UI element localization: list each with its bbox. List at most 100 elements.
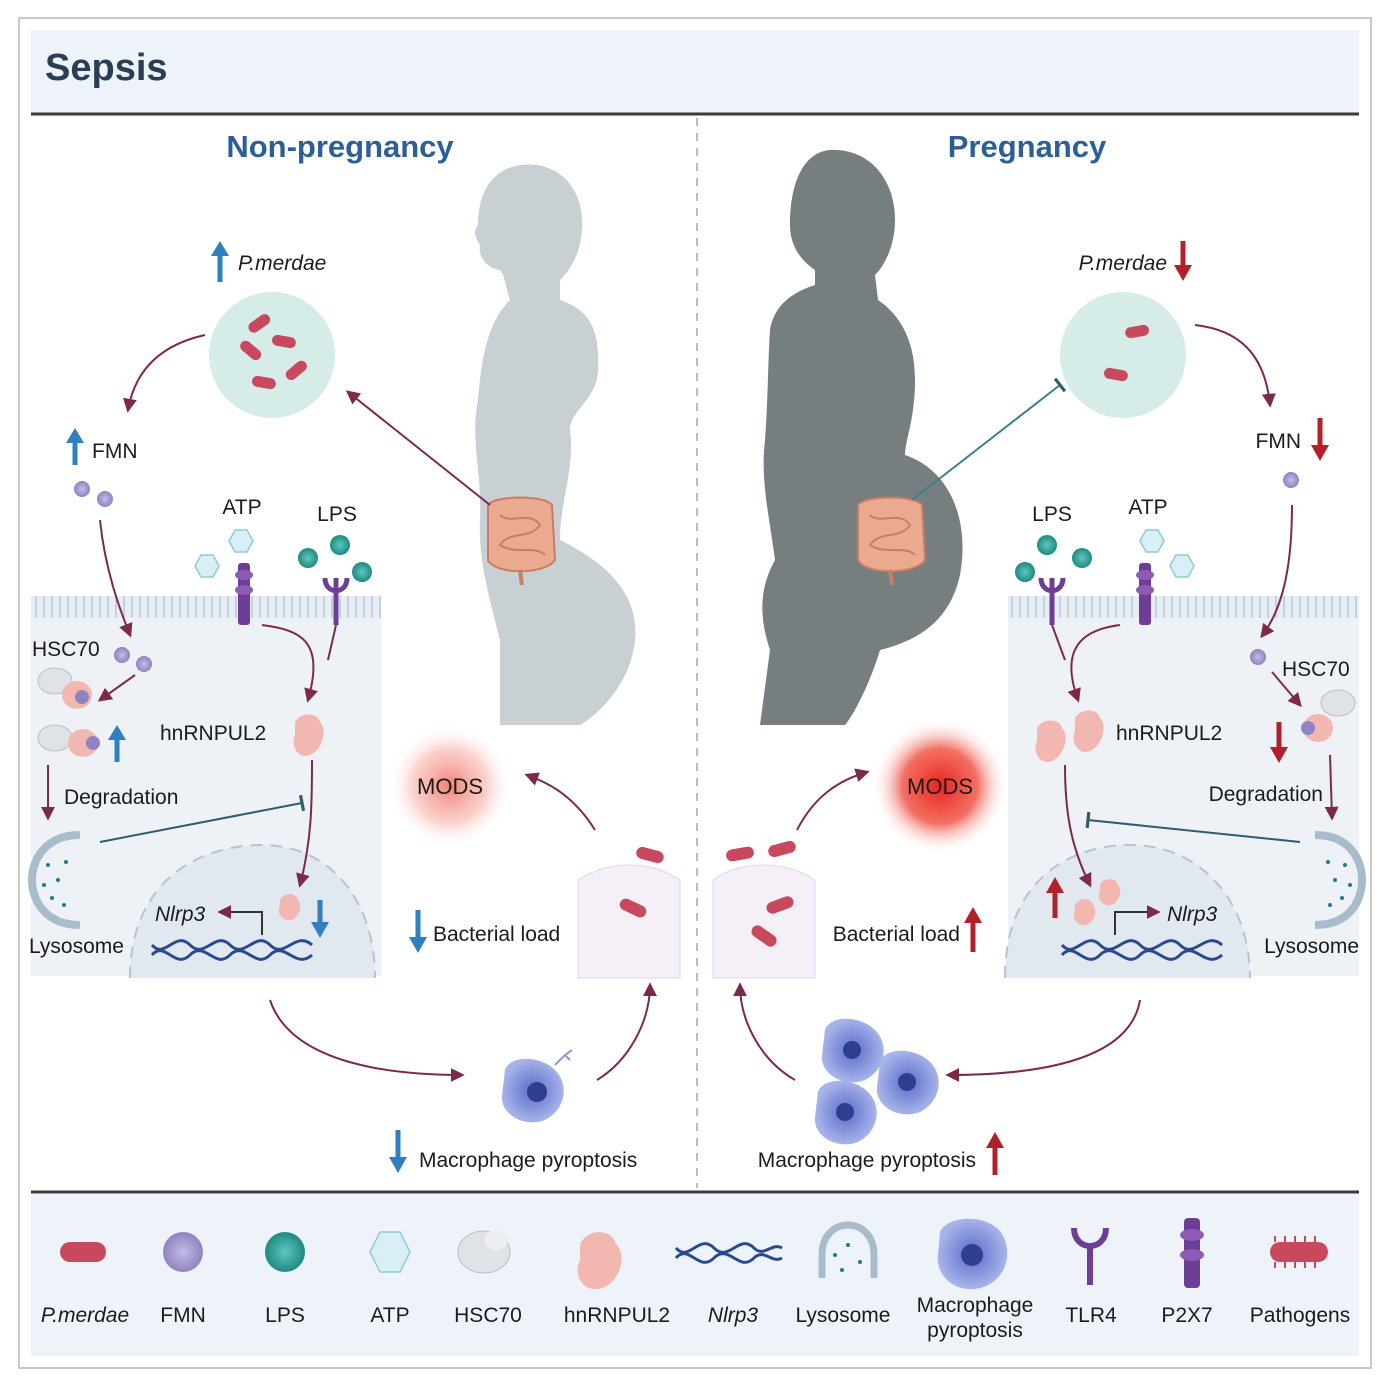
right-hsc70-complex — [1301, 689, 1356, 742]
right-p2x7-receptor — [1136, 563, 1154, 625]
right-atp-label: ATP — [1128, 496, 1167, 519]
right-fmn-down-arrowhead — [1311, 445, 1329, 461]
left-pmerdae-up-arrowhead — [211, 241, 229, 256]
left-lps-molecule — [298, 548, 318, 568]
right-macrophages — [814, 1018, 939, 1145]
pregnant-woman-silhouette — [760, 149, 963, 726]
left-atp-molecule — [228, 529, 254, 553]
right-bacteria-to-fmn-arrow — [1194, 324, 1276, 408]
right-pathogen-to-mods-arrow — [796, 768, 870, 831]
left-gut-wall — [577, 864, 681, 979]
right-dna-helix — [1060, 939, 1223, 961]
legend-p2x7-icon — [1180, 1218, 1204, 1288]
right-degradation-label: Degradation — [1209, 783, 1323, 806]
right-pathogens — [726, 840, 796, 947]
right-degradation-arrow — [1324, 754, 1339, 821]
right-gut-inhibits-bacteria — [911, 377, 1067, 501]
right-lps-molecule — [1015, 562, 1035, 582]
left-pmerdae-label: P.merdae — [238, 252, 326, 275]
right-mods-label: MODS — [907, 774, 973, 799]
left-nlrp3-down-arrowhead — [311, 922, 329, 938]
page-title: Sepsis — [45, 47, 168, 89]
right-lysosome-inhibition — [1085, 811, 1301, 843]
legend-nlrp3-dna-icon — [674, 1242, 783, 1264]
legend-tlr4-label: TLR4 — [1065, 1304, 1117, 1327]
legend-atp-label: ATP — [370, 1304, 409, 1327]
right-cell-to-macrophage-arrow — [945, 999, 1141, 1082]
legend-fmn-label: FMN — [160, 1304, 206, 1327]
left-pathogens — [619, 846, 664, 918]
left-fmn-up-arrowhead — [66, 428, 84, 443]
right-fmn-molecule — [1250, 649, 1266, 665]
left-pyroptosis-down-arrowhead — [389, 1157, 407, 1173]
left-intestine-icon — [487, 496, 557, 586]
right-pmerdae-down-arrowhead — [1174, 265, 1192, 281]
legend-hnrnpul2-icon — [577, 1232, 622, 1290]
left-macrophage-to-gut-arrow — [596, 982, 657, 1081]
right-fmn-bind-arrow — [1271, 671, 1302, 708]
left-lps-molecule — [330, 535, 350, 555]
left-pyroptosis-label: Macrophage pyroptosis — [419, 1149, 637, 1172]
title-bar — [31, 30, 1359, 113]
legend-hsc70-icon — [457, 1230, 511, 1274]
left-fmn-molecule — [136, 656, 152, 672]
legend-nlrp3-label: Nlrp3 — [708, 1304, 759, 1327]
right-macrophage-to-gut-arrow — [733, 982, 796, 1081]
left-lysosome-label: Lysosome — [29, 935, 124, 958]
heading-pregnancy: Pregnancy — [948, 129, 1107, 164]
left-dna-helix — [150, 939, 313, 961]
left-lysosome-inhibition — [99, 794, 306, 843]
right-atp-molecule — [1169, 554, 1195, 578]
left-gut-to-bacteria-arrow — [345, 390, 491, 506]
right-tlr4-signal-line — [1051, 624, 1066, 661]
left-receptor-to-hnrnpul2-arrow — [261, 624, 318, 703]
left-hsc70-complex — [37, 667, 100, 757]
right-cell-membrane — [1008, 596, 1359, 618]
left-atp-molecule — [194, 554, 220, 578]
right-hnrnpul2-label: hnRNPUL2 — [1116, 722, 1222, 745]
right-hnrnpul2-to-nucleus-arrow — [1064, 764, 1092, 888]
right-lps-molecule — [1072, 548, 1092, 568]
left-fmn-molecule — [114, 647, 130, 663]
legend-pmerdae-icon — [60, 1242, 106, 1262]
left-tlr4-receptor — [322, 577, 350, 625]
right-lps-label: LPS — [1032, 503, 1072, 526]
legend-hnrnpul2-label: hnRNPUL2 — [564, 1304, 670, 1327]
legend-lps-icon — [265, 1232, 305, 1272]
legend-atp-icon — [369, 1231, 411, 1273]
right-fmn-label: FMN — [1256, 430, 1302, 453]
right-tlr4-receptor — [1038, 577, 1066, 625]
right-bacterial-load-up-arrowhead — [964, 907, 982, 923]
left-tlr4-signal-line — [327, 624, 337, 661]
right-nlrp3-up-arrowhead — [1046, 877, 1064, 893]
left-p2x7-receptor — [235, 563, 253, 625]
right-lysosome-label: Lysosome — [1264, 935, 1359, 958]
left-mods-glow — [388, 724, 512, 848]
right-atp-molecule — [1139, 529, 1165, 553]
right-pyroptosis-up-arrowhead — [986, 1132, 1004, 1148]
right-complex-down-arrowhead — [1270, 747, 1288, 763]
left-hnrnpul2-label: hnRNPUL2 — [160, 722, 266, 745]
left-fmn-molecule — [97, 491, 113, 507]
left-macrophage — [501, 1049, 573, 1123]
right-hnrnpul2-proteins — [1035, 710, 1104, 762]
legend-macrophage-icon — [937, 1218, 1008, 1290]
right-receptor-to-hnrnpul2-arrow — [1067, 624, 1121, 703]
right-gut-wall — [712, 864, 816, 979]
left-nucleus-hnrnpul2 — [278, 894, 301, 921]
right-mods-glow — [872, 718, 1008, 854]
legend-pathogens-icon — [1270, 1236, 1328, 1268]
left-hnrnpul2-protein — [293, 714, 324, 756]
right-intestine-icon — [857, 496, 927, 586]
left-hnrnpul2-to-nucleus-arrow — [296, 759, 313, 888]
legend-lysosome-icon — [818, 1221, 878, 1278]
legend-panel — [31, 1194, 1359, 1356]
left-pathogen-to-mods-arrow — [524, 772, 596, 831]
left-bacteria-to-fmn-arrow — [123, 334, 206, 413]
left-bacterial-load-down-arrowhead — [409, 937, 427, 953]
legend-fmn-icon — [163, 1232, 203, 1272]
right-nucleus-hnrnpul2 — [1073, 879, 1121, 926]
legend-lps-label: LPS — [265, 1304, 305, 1327]
right-pmerdae-label: P.merdae — [1079, 252, 1167, 275]
